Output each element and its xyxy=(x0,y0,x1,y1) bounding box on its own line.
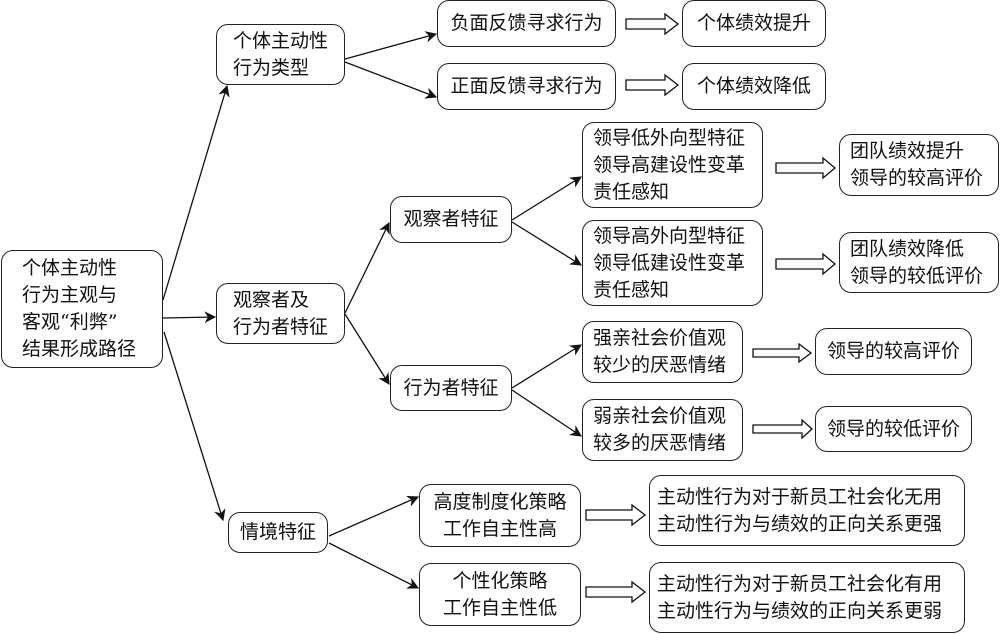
individualized-node: 个性化策略 工作自主性低 xyxy=(419,563,581,626)
block-arrow-high-extraversion xyxy=(775,252,837,276)
actor-label: 行为者特征 xyxy=(403,376,499,399)
observer-label: 观察者特征 xyxy=(403,208,499,230)
block-arrow-institutionalized xyxy=(585,503,647,527)
block-arrow-weak-prosocial xyxy=(752,418,813,440)
positive-feedback-node: 正面反馈寻求行为 xyxy=(437,63,616,110)
institutionalized-outcome-node: 主动性行为对于新员工社会化无用 主动性行为与绩效的正向关系更强 xyxy=(649,475,965,546)
leader-low-evaluation-node: 领导的较低评价 xyxy=(815,406,972,452)
block-arrow-strong-prosocial xyxy=(752,342,813,364)
arrow-to-negative-feedback xyxy=(344,31,438,60)
high-extraversion-label: 领导高外向型特征 领导低建设性变革 责任感知 xyxy=(593,224,746,301)
block-arrow-positive-feedback xyxy=(625,73,680,97)
individual-performance-down-label: 个体绩效降低 xyxy=(696,75,811,97)
weak-prosocial-label: 弱亲社会价值观 较多的厌恶情绪 xyxy=(593,405,727,454)
strong-prosocial-label: 强亲社会价值观 较少的厌恶情绪 xyxy=(593,327,727,376)
block-arrow-low-extraversion xyxy=(775,156,837,180)
arrow-to-positive-feedback xyxy=(344,61,438,99)
individualized-outcome-label: 主动性行为对于新员工社会化有用 主动性行为与绩效的正向关系更弱 xyxy=(657,572,943,622)
negative-feedback-label: 负面反馈寻求行为 xyxy=(450,12,603,34)
actor-node: 行为者特征 xyxy=(390,365,512,411)
arrow-to-high-extraversion xyxy=(511,221,582,266)
individual-performance-up-label: 个体绩效提升 xyxy=(696,12,811,34)
block-arrow-negative-feedback xyxy=(625,12,680,36)
arrow-to-strong-prosocial xyxy=(511,344,582,389)
leader-high-evaluation-node: 领导的较高评价 xyxy=(815,328,972,375)
arrow-to-individualized xyxy=(328,542,420,589)
root-node-label: 个体主动性 行为主观与 客观“利弊” 结果形成路径 xyxy=(22,257,137,360)
institutionalized-outcome-label: 主动性行为对于新员工社会化无用 主动性行为与绩效的正向关系更强 xyxy=(657,485,943,535)
negative-feedback-node: 负面反馈寻求行为 xyxy=(437,0,616,47)
arrow-to-low-extraversion xyxy=(511,176,582,221)
team-performance-up-label: 团队绩效提升 领导的较高评价 xyxy=(850,140,984,189)
positive-feedback-label: 正面反馈寻求行为 xyxy=(450,75,603,97)
arrow-root-to-observer-actor xyxy=(162,311,217,324)
institutionalized-label: 高度制度化策略 工作自主性高 xyxy=(433,490,567,540)
arrow-root-to-behavior-type xyxy=(162,84,230,301)
team-performance-up-node: 团队绩效提升 领导的较高评价 xyxy=(839,134,999,196)
block-arrow-individualized xyxy=(585,580,647,604)
arrow-to-actor xyxy=(344,313,390,385)
strong-prosocial-node: 强亲社会价值观 较少的厌恶情绪 xyxy=(582,321,743,383)
individualized-outcome-node: 主动性行为对于新员工社会化有用 主动性行为与绩效的正向关系更弱 xyxy=(649,562,965,633)
arrow-root-to-situation xyxy=(163,331,226,522)
root-node: 个体主动性 行为主观与 客观“利弊” 结果形成路径 xyxy=(1,250,163,368)
observer-actor-node: 观察者及 行为者特征 xyxy=(216,283,345,344)
situation-label: 情境特征 xyxy=(239,521,316,543)
low-extraversion-node: 领导低外向型特征 领导高建设性变革 责任感知 xyxy=(582,122,763,208)
individualized-label: 个性化策略 工作自主性低 xyxy=(442,569,557,619)
high-extraversion-node: 领导高外向型特征 领导低建设性变革 责任感知 xyxy=(582,220,763,306)
situation-node: 情境特征 xyxy=(228,512,328,553)
arrow-to-observer xyxy=(344,221,390,314)
observer-node: 观察者特征 xyxy=(390,196,512,243)
low-extraversion-label: 领导低外向型特征 领导高建设性变革 责任感知 xyxy=(593,126,746,203)
arrow-to-weak-prosocial xyxy=(511,389,582,437)
individual-performance-down-node: 个体绩效降低 xyxy=(682,63,826,110)
observer-actor-label: 观察者及 行为者特征 xyxy=(233,288,329,338)
arrow-to-institutionalized xyxy=(328,495,420,537)
leader-high-evaluation-label: 领导的较高评价 xyxy=(826,340,960,362)
team-performance-down-label: 团队绩效降低 领导的较低评价 xyxy=(850,237,984,287)
institutionalized-node: 高度制度化策略 工作自主性高 xyxy=(419,484,581,547)
behavior-type-label: 个体主动性 行为类型 xyxy=(233,29,329,79)
behavior-type-node: 个体主动性 行为类型 xyxy=(216,24,345,85)
team-performance-down-node: 团队绩效降低 领导的较低评价 xyxy=(839,232,999,293)
weak-prosocial-node: 弱亲社会价值观 较多的厌恶情绪 xyxy=(582,399,743,461)
leader-low-evaluation-label: 领导的较低评价 xyxy=(826,417,960,440)
individual-performance-up-node: 个体绩效提升 xyxy=(682,0,826,47)
